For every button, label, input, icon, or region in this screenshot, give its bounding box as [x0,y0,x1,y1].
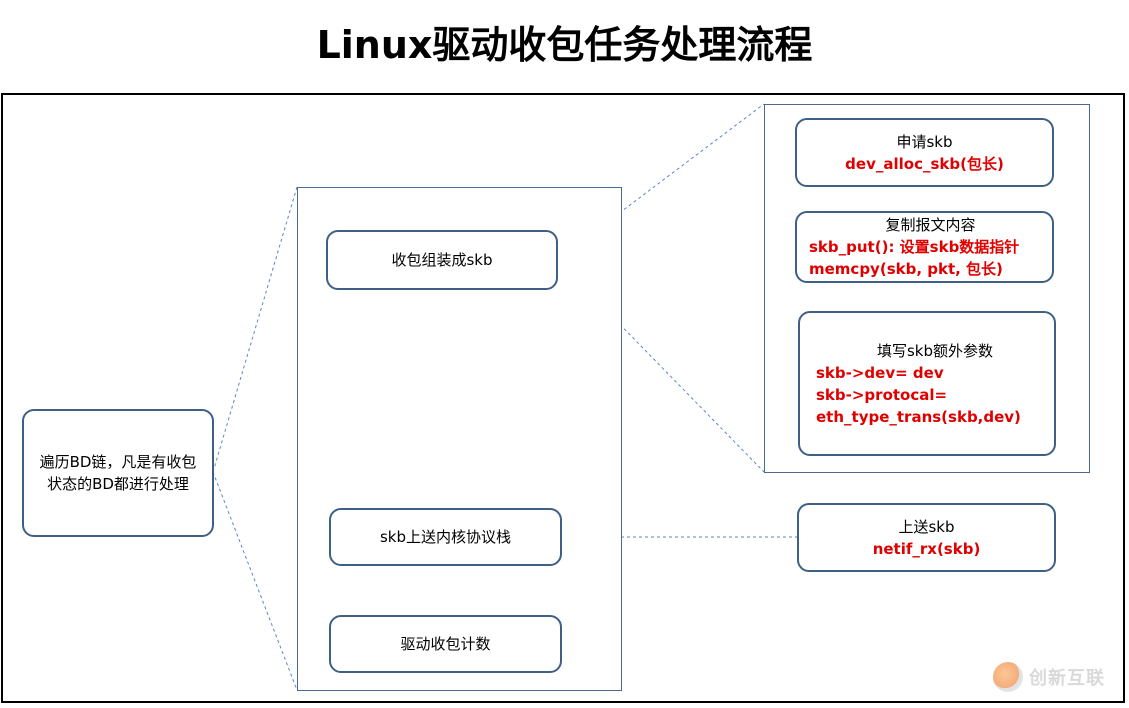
copy-packet-code-1: skb_put(): 设置skb数据指针 [809,238,1020,256]
fill-params-box: 填写skb额外参数 skb->dev= dev skb->protocal= e… [798,311,1056,456]
watermark-text: 创新互联 [1029,668,1105,689]
traverse-bd-box: 遍历BD链，凡是有收包状态的BD都进行处理 [22,409,214,537]
step-count-label: 驱动收包计数 [400,635,491,653]
step-assemble-skb: 收包组装成skb [326,230,558,290]
fill-params-title: 填写skb额外参数 [876,341,994,360]
netif-rx-code: netif_rx(skb) [872,539,981,558]
step-assemble-skb-label: 收包组装成skb [391,251,493,269]
step-count: 驱动收包计数 [329,615,562,673]
copy-packet-code-2: memcpy(skb, pkt, 包长) [809,260,1003,278]
alloc-skb-box: 申请skb dev_alloc_skb(包长) [795,118,1054,187]
step-upload-skb: skb上送内核协议栈 [329,508,562,566]
netif-rx-box: 上送skb netif_rx(skb) [797,503,1056,572]
netif-rx-title: 上送skb [898,517,955,536]
diagram-frame [1,93,1125,703]
diagram-title: Linux驱动收包任务处理流程 [316,23,813,67]
copy-packet-title: 复制报文内容 [885,216,976,234]
alloc-skb-title: 申请skb [896,132,953,151]
fill-params-code-3: eth_type_trans(skb,dev) [816,407,1021,426]
watermark-logo-icon [993,662,1023,692]
fill-params-code-1: skb->dev= dev [816,363,944,382]
step-upload-skb-label: skb上送内核协议栈 [379,528,512,546]
alloc-skb-code: dev_alloc_skb(包长) [845,154,1004,173]
traverse-bd-text: 遍历BD链，凡是有收包状态的BD都进行处理 [39,453,197,493]
fill-params-code-2: skb->protocal= [816,385,948,404]
watermark-logo: 创新互联 [993,662,1105,692]
copy-packet-box: 复制报文内容 skb_put(): 设置skb数据指针 memcpy(skb, … [795,211,1054,283]
